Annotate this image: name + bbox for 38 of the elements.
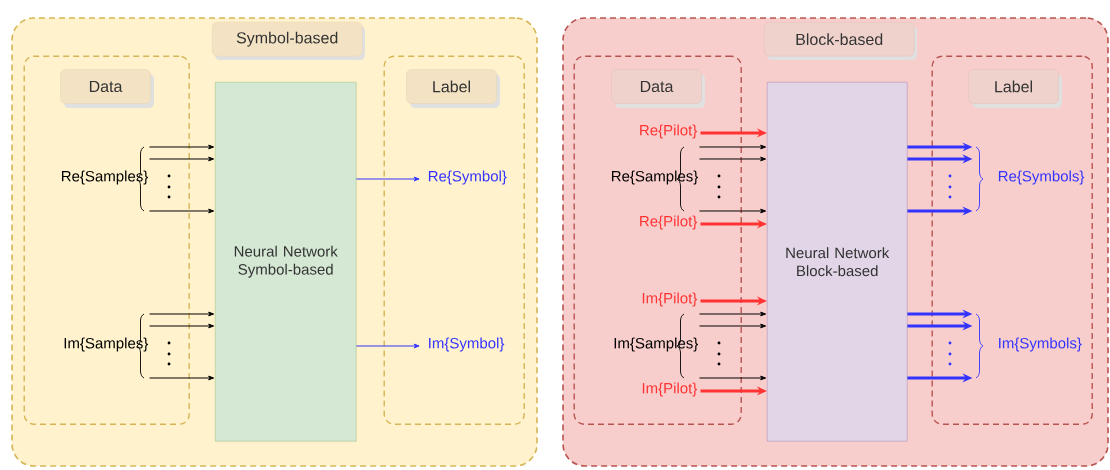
- signal-label: Im{Samples}: [64, 337, 149, 352]
- arrow: [149, 156, 215, 162]
- title-box: Data: [60, 69, 154, 108]
- dashed-region: [573, 55, 742, 425]
- network-box: Neural Network Block-based: [767, 82, 908, 442]
- signal-label: Im{Samples}: [614, 337, 699, 352]
- title-box: Data: [611, 69, 705, 108]
- signal-label: Re{Samples}: [62, 170, 149, 185]
- title-box: Label: [406, 69, 500, 108]
- signal-label: Im{Pilot}: [642, 292, 698, 307]
- arrow: [699, 311, 767, 317]
- arrow: [149, 208, 215, 214]
- arrow: [699, 156, 767, 162]
- dashed-region: [23, 55, 190, 425]
- dashed-region: [931, 55, 1093, 425]
- signal-label: Re{Symbol}: [428, 170, 507, 185]
- dashed-region: [383, 55, 525, 425]
- signal-label: Re{Pilot}: [640, 124, 697, 139]
- arrow: [149, 323, 215, 329]
- signal-label: Re{Pilot}: [640, 215, 697, 230]
- arrow: [699, 208, 767, 214]
- signal-label: Re{Samples}: [612, 170, 698, 185]
- signal-label: Im{Symbols}: [999, 337, 1082, 352]
- title-box: Label: [968, 69, 1062, 108]
- arrow: [149, 375, 215, 381]
- arrow: [149, 144, 215, 150]
- arrow: [355, 343, 420, 349]
- signal-label: Im{Pilot}: [642, 382, 698, 397]
- arrow: [699, 375, 767, 381]
- arrow: [699, 323, 767, 329]
- network-box: Neural Network Symbol-based: [215, 82, 357, 442]
- arrow: [149, 311, 215, 317]
- title-box: Symbol-based: [212, 22, 365, 60]
- signal-label: Re{Symbols}: [998, 170, 1085, 185]
- arrow: [355, 176, 420, 182]
- title-box: Block-based: [764, 22, 917, 60]
- signal-label: Im{Symbol}: [429, 337, 505, 352]
- arrow: [699, 144, 767, 150]
